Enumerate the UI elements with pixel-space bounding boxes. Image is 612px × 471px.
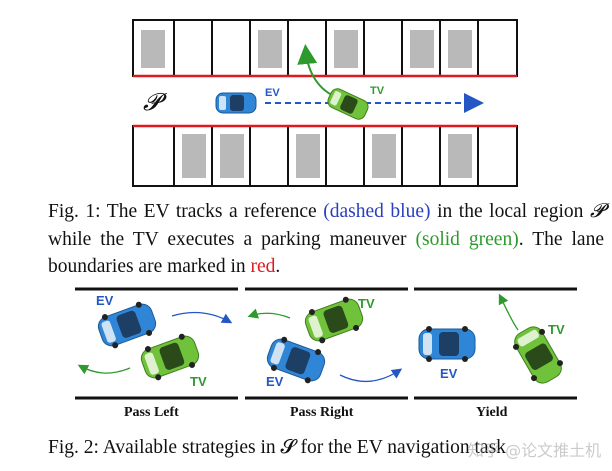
- bottom-parking-row: [132, 124, 518, 187]
- tv-car-icon: [301, 293, 367, 347]
- yield-title: Yield: [476, 405, 508, 420]
- region-label: 𝓟: [143, 90, 167, 116]
- tv-car-icon: [325, 85, 371, 123]
- solid-green-text: (solid green): [415, 228, 519, 250]
- figure-2-caption: Fig. 2: Available strategies in 𝓢 for th…: [48, 437, 506, 458]
- red-text: red: [250, 256, 276, 277]
- panel-pass-right: TV EV: [245, 287, 408, 400]
- watermark: 知乎 @论文推土机: [468, 441, 602, 460]
- top-parking-row: [132, 19, 518, 78]
- figure-2-strategies: EV TV TV EV TV EV: [75, 287, 577, 400]
- tv-label: TV: [190, 374, 207, 389]
- ev-label: EV: [440, 366, 458, 381]
- tv-label: TV: [370, 85, 385, 97]
- ev-label: EV: [96, 293, 114, 308]
- pass-right-title: Pass Right: [290, 405, 354, 420]
- ev-label: EV: [265, 87, 280, 99]
- region-symbol: 𝓟: [589, 201, 605, 222]
- panel-pass-left: EV TV: [75, 287, 238, 400]
- pass-left-title: Pass Left: [124, 405, 179, 420]
- dashed-blue-text: (dashed blue): [323, 201, 431, 222]
- panel-yield: TV EV: [414, 287, 577, 400]
- ev-car-icon: [418, 325, 476, 363]
- ev-label: EV: [266, 374, 284, 389]
- ev-car-icon: [215, 92, 257, 114]
- tv-label: TV: [548, 322, 565, 337]
- tv-label: TV: [358, 296, 375, 311]
- figure-1-caption: Fig. 1: The EV tracks a reference (dashe…: [48, 201, 605, 277]
- figure-1-parking-scene: 𝓟 EV TV: [132, 19, 518, 187]
